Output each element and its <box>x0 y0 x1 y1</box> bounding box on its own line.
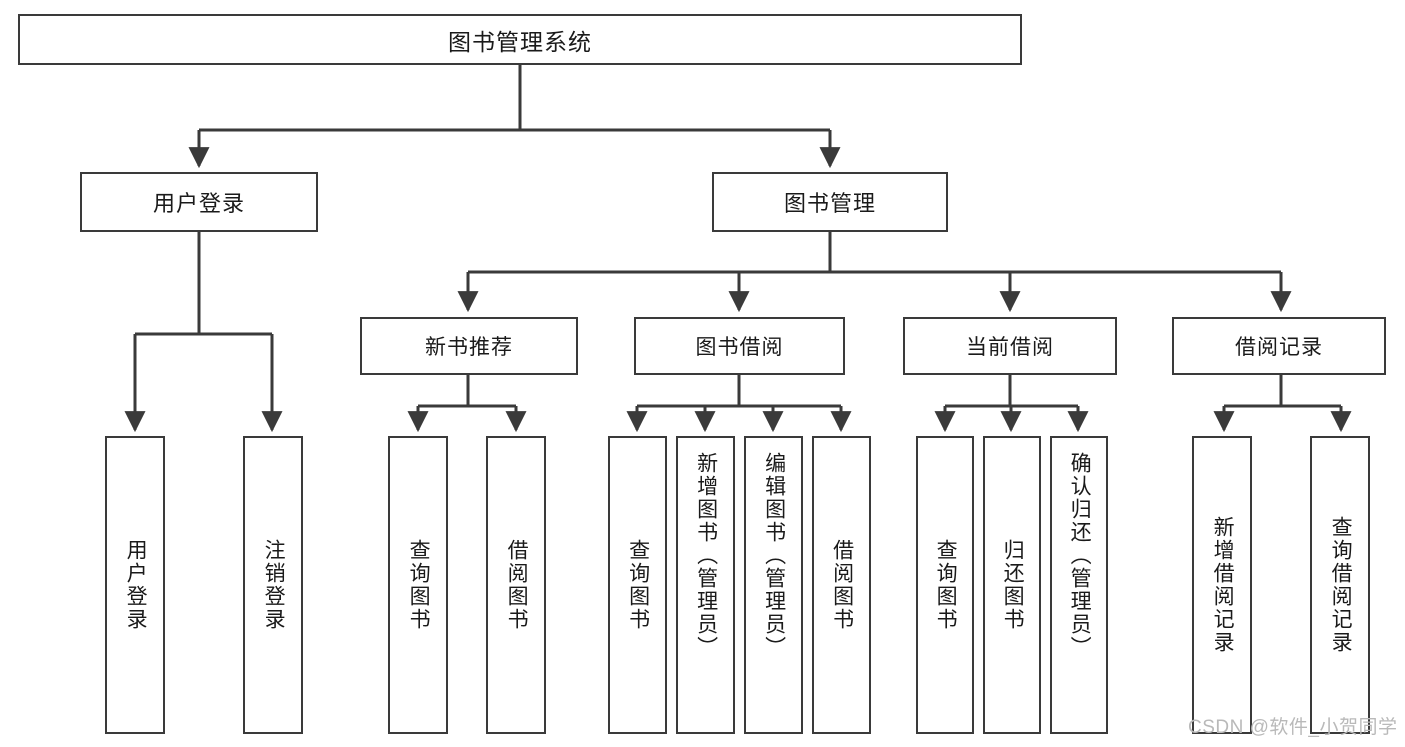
node-book-management[interactable]: 图书管理 <box>712 172 948 232</box>
node-label: 编辑图书（管理员） <box>762 452 786 659</box>
node-label: 图书借阅 <box>695 336 784 359</box>
leaf-record-query-borrow-record[interactable]: 查询借阅记录 <box>1310 436 1370 734</box>
leaf-borrow-borrow-book[interactable]: 借阅图书 <box>812 436 871 734</box>
node-user-login[interactable]: 用户登录 <box>80 172 318 232</box>
node-label: 新增图书（管理员） <box>694 452 718 659</box>
leaf-current-return-book[interactable]: 归还图书 <box>983 436 1041 734</box>
node-borrow-record[interactable]: 借阅记录 <box>1172 317 1386 375</box>
node-label: 借阅记录 <box>1235 336 1323 359</box>
node-label: 查询图书 <box>407 539 431 631</box>
leaf-record-add-borrow-record[interactable]: 新增借阅记录 <box>1192 436 1252 734</box>
node-label: 当前借阅 <box>966 336 1054 359</box>
node-current-borrow[interactable]: 当前借阅 <box>903 317 1117 375</box>
node-label: 图书管理 <box>783 191 876 216</box>
node-label: 新增借阅记录 <box>1211 516 1235 654</box>
node-label: 图书管理系统 <box>448 28 592 55</box>
leaf-current-query-book[interactable]: 查询图书 <box>916 436 974 734</box>
leaf-current-confirm-return-admin[interactable]: 确认归还（管理员） <box>1050 436 1108 734</box>
node-label: 新书推荐 <box>425 336 513 359</box>
leaf-new-book-query-book[interactable]: 查询图书 <box>388 436 448 734</box>
node-root-book-management-system[interactable]: 图书管理系统 <box>18 14 1022 65</box>
node-label: 用户登录 <box>124 539 148 631</box>
node-new-book-recommend[interactable]: 新书推荐 <box>360 317 578 375</box>
node-label: 查询图书 <box>626 539 650 631</box>
leaf-user-login-login[interactable]: 用户登录 <box>105 436 165 734</box>
node-book-borrow[interactable]: 图书借阅 <box>634 317 845 375</box>
node-label: 查询借阅记录 <box>1329 516 1353 654</box>
csdn-watermark: CSDN @软件_小贺同学 <box>1188 717 1398 738</box>
leaf-borrow-add-book-admin[interactable]: 新增图书（管理员） <box>676 436 735 734</box>
node-label: 注销登录 <box>262 539 286 631</box>
leaf-user-login-logout[interactable]: 注销登录 <box>243 436 303 734</box>
node-label: 借阅图书 <box>505 539 529 631</box>
node-label: 借阅图书 <box>830 539 854 631</box>
node-label: 确认归还（管理员） <box>1068 452 1092 659</box>
leaf-new-book-borrow-book[interactable]: 借阅图书 <box>486 436 546 734</box>
leaf-borrow-edit-book-admin[interactable]: 编辑图书（管理员） <box>744 436 803 734</box>
node-label: 用户登录 <box>152 191 245 216</box>
leaf-borrow-query-book[interactable]: 查询图书 <box>608 436 667 734</box>
node-label: 查询图书 <box>934 539 958 631</box>
node-label: 归还图书 <box>1001 539 1025 631</box>
